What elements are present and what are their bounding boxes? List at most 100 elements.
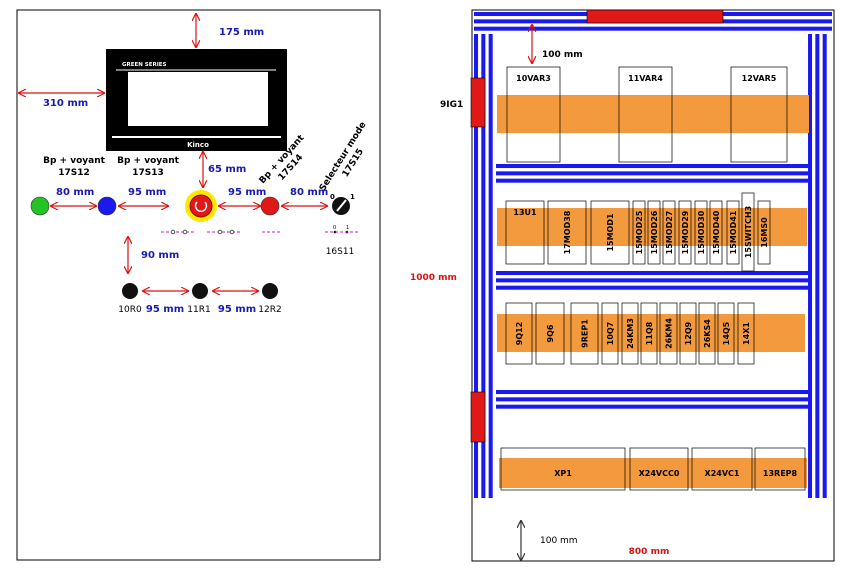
bp1-label-line2: 17S12 — [58, 168, 90, 178]
duct-stripe — [815, 34, 820, 498]
terminal-block: XP1 — [500, 447, 626, 491]
duct-stripe — [481, 34, 486, 498]
dim-estop-label: 65 mm — [208, 164, 246, 175]
dim-bp1-label: 80 mm — [56, 187, 94, 198]
mode-selector-switch: 0 1 — [330, 193, 355, 215]
duct-stripe — [488, 34, 493, 498]
device-module: 15MOD27 — [662, 200, 676, 265]
dim-bp2-label: 95 mm — [128, 187, 166, 198]
device-label: 9REP1 — [581, 319, 590, 348]
terminal-label: XP1 — [554, 469, 572, 478]
duct-stripe — [496, 404, 808, 409]
horizontal-cable-ducts — [496, 164, 808, 409]
dim-panel-top-label: 100 mm — [542, 50, 583, 60]
indicator-lamp — [192, 283, 208, 299]
device-label: 17MOD38 — [563, 210, 572, 254]
device-label: 16MS0 — [760, 217, 769, 248]
device-module: 10VAR3 — [506, 66, 561, 163]
device-label: 9Q6 — [546, 324, 555, 342]
device-label: 24KM3 — [626, 318, 635, 349]
led-tag-0: 10R0 — [118, 305, 142, 315]
device-module: 12Q9 — [679, 302, 697, 365]
door-view: GREEN SERIES Kinco 175 mm 310 mm 65 mm B… — [16, 9, 381, 561]
terminal-label: X24VC1 — [705, 469, 740, 478]
terminal-block: X24VC1 — [691, 447, 753, 491]
dim-row-label: 90 mm — [141, 250, 179, 261]
device-module: 11Q8 — [640, 302, 658, 365]
din-rail — [499, 458, 807, 488]
duct-stripe — [474, 26, 832, 31]
terminal-label: 13REP8 — [763, 469, 798, 478]
device-label: 15SWITCH3 — [744, 206, 753, 258]
side-tag: 9IG1 — [440, 100, 463, 110]
device-module: 15MOD25 — [632, 200, 646, 265]
device-module: 13U1 — [505, 200, 545, 265]
top-accent-bar — [586, 9, 724, 24]
device-module: 15MOD30 — [694, 200, 708, 265]
device-module: 15MOD40 — [709, 200, 723, 265]
panel-width-label: 800 mm — [629, 547, 670, 557]
device-label: 15MOD26 — [650, 210, 659, 254]
vertical-cable-ducts — [474, 34, 827, 498]
terminal-block: 13REP8 — [754, 447, 806, 491]
device-module: 16MS0 — [757, 200, 771, 265]
estop-contact-symbols — [161, 229, 358, 235]
bp2-label-line2: 17S13 — [132, 168, 164, 178]
dim-left-label: 310 mm — [43, 98, 88, 109]
green-pushbutton — [30, 196, 50, 216]
bp1-label-line1: Bp + voyant — [43, 156, 106, 166]
device-label: 13U1 — [513, 208, 537, 217]
device-module: 9Q12 — [505, 302, 533, 365]
device-module: 26KS4 — [698, 302, 716, 365]
indicator-lamp — [122, 283, 138, 299]
duct-stripe — [496, 271, 808, 276]
device-label: 11VAR4 — [628, 74, 663, 83]
duct-stripe — [808, 34, 813, 498]
dim-bp4-label: 80 mm — [290, 187, 328, 198]
duct-stripe — [474, 34, 479, 498]
bp2-label-line1: Bp + voyant — [117, 156, 180, 166]
rail-row-1: 10VAR3 11VAR4 12VAR5 — [497, 66, 809, 163]
dim-led1-label: 95 mm — [146, 304, 184, 315]
duct-stripe — [496, 285, 808, 290]
rail-row-4: XP1 X24VCC0 X24VC1 13REP8 — [499, 447, 807, 491]
device-module: 26KM4 — [659, 302, 678, 365]
device-module: 17MOD38 — [547, 200, 587, 265]
device-label: 12VAR5 — [742, 74, 777, 83]
duct-stripe — [822, 34, 827, 498]
duct-stripe — [496, 278, 808, 283]
device-label: 10VAR3 — [516, 74, 551, 83]
din-rail — [497, 208, 807, 246]
selector-small-0: 0 — [333, 225, 336, 231]
blue-pushbutton — [97, 196, 117, 216]
device-label: 15MOD40 — [712, 210, 721, 254]
device-label: 14X1 — [742, 322, 751, 345]
selector-tag: 16S11 — [326, 247, 355, 257]
selector-small-1: 1 — [346, 225, 349, 231]
device-label: 10Q7 — [606, 322, 615, 346]
dim-panel-bottom-label: 100 mm — [540, 536, 578, 546]
device-label: 15MOD41 — [729, 210, 738, 254]
device-module: 9Q6 — [535, 302, 565, 365]
device-module: 12VAR5 — [730, 66, 788, 163]
device-module: 24KM3 — [621, 302, 639, 365]
duct-stripe — [496, 178, 808, 183]
device-label: 15MOD29 — [681, 210, 690, 254]
hmi-series-label: GREEN SERIES — [122, 62, 167, 68]
terminal-label: X24VCC0 — [639, 469, 680, 478]
device-module: 14Q5 — [717, 302, 735, 365]
indicator-lamp — [262, 283, 278, 299]
red-pushbutton — [260, 196, 280, 216]
hmi-screen: GREEN SERIES Kinco — [106, 49, 287, 151]
device-module: 10Q7 — [601, 302, 619, 365]
terminal-block: X24VCC0 — [629, 447, 689, 491]
duct-stripe — [496, 397, 808, 402]
device-label: 15MOD27 — [665, 211, 674, 255]
device-label: 26KM4 — [665, 318, 674, 349]
selector-pos0: 0 — [330, 193, 335, 201]
device-module: 15MOD29 — [678, 200, 692, 265]
selector-pos1: 1 — [350, 193, 355, 201]
